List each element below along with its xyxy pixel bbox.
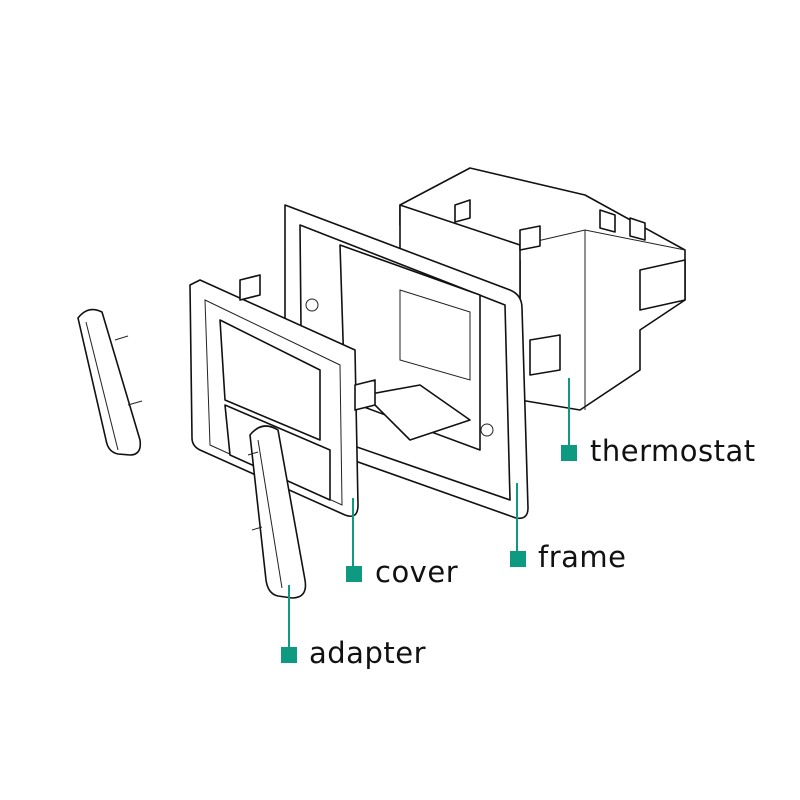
thermostat-marker <box>561 445 577 461</box>
frame-marker <box>510 551 526 567</box>
thermostat-label: thermostat <box>590 434 756 468</box>
adapter-label: adapter <box>309 636 426 670</box>
adapter-marker <box>281 647 297 663</box>
adapter-spare-part <box>77 308 143 456</box>
cover-part <box>189 274 376 518</box>
adapter-part <box>247 425 307 599</box>
cover-marker <box>346 566 362 582</box>
frame-label: frame <box>538 540 627 574</box>
cover-label: cover <box>375 555 459 589</box>
